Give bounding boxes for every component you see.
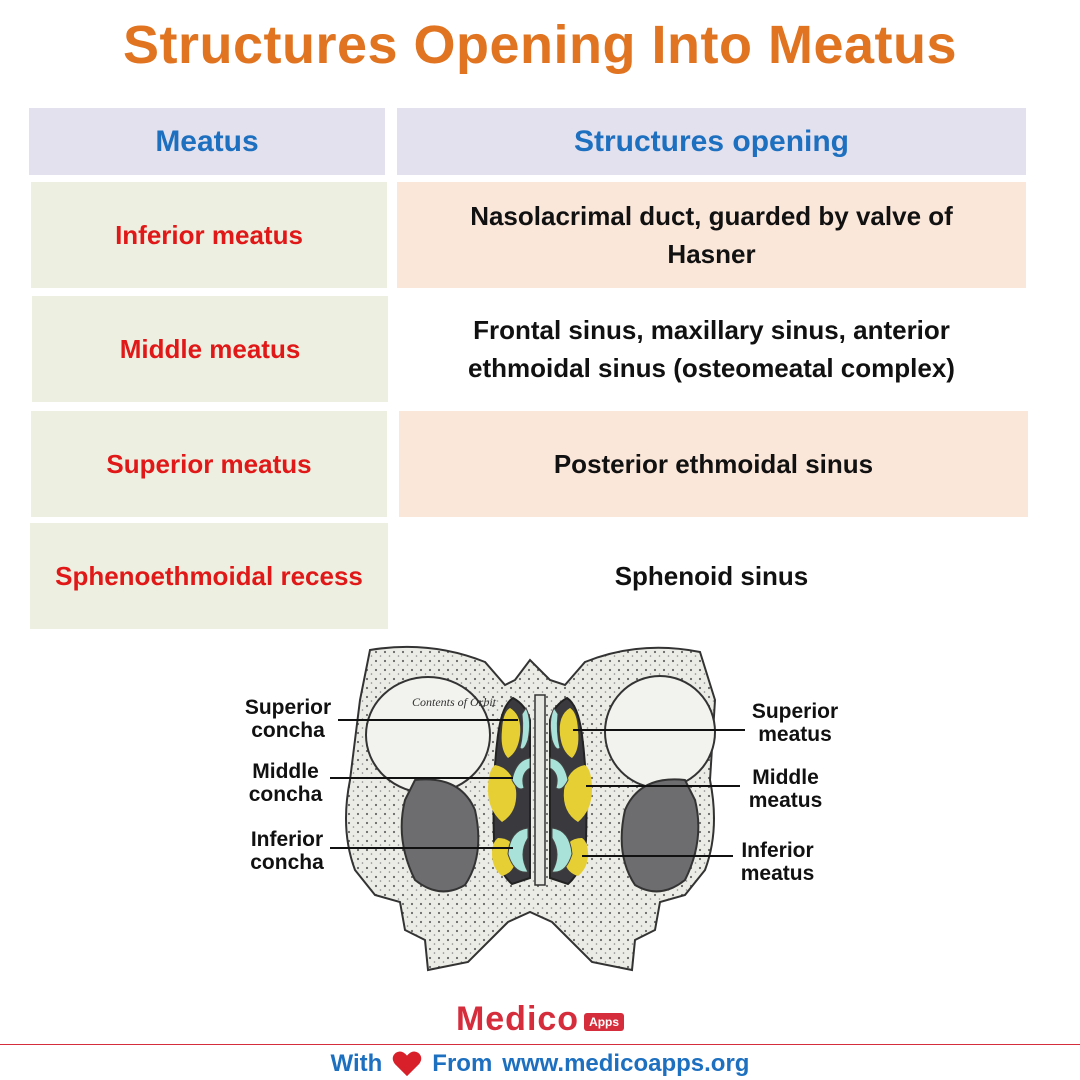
label-inferior-meatus: Inferior meatus (740, 839, 815, 885)
right-inferior-concha (551, 827, 573, 873)
nasal-cavity-illustration: Contents of Orbit (330, 645, 745, 972)
heart-icon (393, 1051, 422, 1077)
orbit-label: Contents of Orbit (412, 695, 497, 709)
label-inferior-concha: Inferior concha (250, 828, 324, 874)
right-middle-meatus (563, 765, 592, 822)
brand-name: Medico (455, 1000, 580, 1038)
structures-inferior: Nasolacrimal duct, guarded by valve of H… (397, 182, 1026, 288)
brand-apps-badge: Apps (584, 1012, 625, 1031)
meatus-sphenoethmoidal: Sphenoethmoidal recess (30, 523, 388, 629)
left-maxillary-sinus (400, 778, 480, 893)
footer-divider (0, 1044, 1080, 1045)
header-structures: Structures opening (397, 108, 1026, 175)
meatus-inferior: Inferior meatus (31, 182, 387, 288)
right-middle-concha (549, 757, 569, 790)
label-superior-meatus: Superior meatus (751, 700, 839, 746)
left-middle-meatus (488, 765, 517, 822)
nasal-cavity-diagram: Contents of Orbit Superior concha Middle… (230, 640, 850, 980)
left-middle-concha (511, 757, 531, 790)
label-middle-concha: Middle concha (248, 760, 323, 806)
label-superior-concha: Superior concha (244, 696, 332, 742)
footer-with: With (330, 1050, 383, 1077)
footer-url[interactable]: www.medicoapps.org (502, 1050, 750, 1077)
footer: With From www.medicoapps.org (0, 1050, 1080, 1078)
meatus-middle: Middle meatus (32, 296, 388, 402)
structures-middle: Frontal sinus, maxillary sinus, anterior… (468, 315, 955, 383)
right-orbit (604, 675, 716, 789)
right-maxillary-sinus (620, 778, 700, 893)
header-meatus: Meatus (29, 108, 385, 175)
nasal-septum (534, 694, 546, 886)
brand-logo: Medico Apps (0, 1000, 1080, 1039)
right-superior-concha (549, 707, 561, 750)
left-inferior-concha (507, 827, 529, 873)
label-middle-meatus: Middle meatus (748, 766, 823, 812)
left-superior-concha (519, 707, 531, 750)
structures-superior: Posterior ethmoidal sinus (399, 411, 1028, 517)
right-superior-meatus (559, 708, 579, 758)
structures-sphenoethmoidal: Sphenoid sinus (614, 561, 809, 591)
page-title: Structures Opening Into Meatus (122, 15, 958, 75)
footer-from: From (432, 1050, 493, 1077)
meatus-superior: Superior meatus (31, 411, 387, 517)
